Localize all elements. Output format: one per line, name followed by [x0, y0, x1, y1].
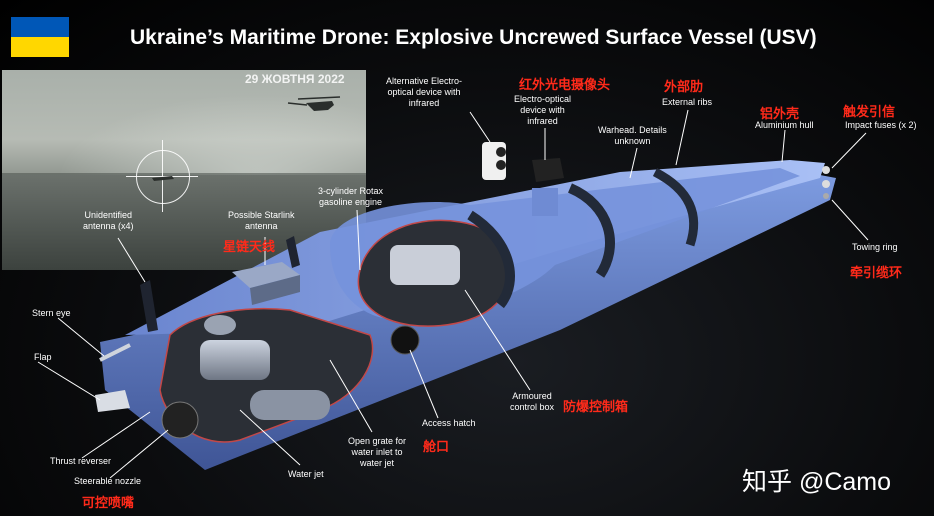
access-hatch: [390, 325, 420, 355]
label-thrust-reverser: Thrust reverser: [50, 456, 112, 466]
page-title: Ukraine’s Maritime Drone: Explosive Uncr…: [130, 26, 817, 49]
photo-date-stamp: 29 ЖОВТНЯ 2022: [245, 72, 345, 86]
label-aluminium-hull: Aluminium hull: [755, 120, 814, 130]
label-towing-ring: Towing ring: [852, 242, 898, 252]
camera-mast: [532, 188, 558, 216]
rib-1: [567, 183, 615, 278]
impact-fuse-2: [822, 180, 830, 188]
label-water-jet: Water jet: [288, 469, 324, 479]
ukraine-flag: [11, 17, 69, 57]
label-steerable-nozzle: Steerable nozzle: [74, 476, 142, 486]
zh-label-hatch: 舱口: [423, 439, 450, 454]
label-stern-eye: Stern eye: [32, 308, 71, 318]
antenna-1: [140, 280, 158, 332]
label-engine: 3-cylinder Rotax gasoline engine: [318, 186, 384, 207]
flap: [95, 390, 130, 412]
eo-camera: [532, 158, 564, 182]
zh-label-nozzle: 可控喷嘴: [82, 495, 135, 510]
leader-lines: [37, 109, 869, 479]
starlink-antenna: [232, 262, 300, 288]
label-impact-fuses: Impact fuses (x 2): [845, 120, 917, 130]
rib-2: [652, 167, 699, 247]
zh-label-ribs: 外部肋: [664, 79, 704, 94]
engine-block: [200, 340, 270, 380]
rib-3: [467, 210, 515, 309]
zh-label-hull: 铝外壳: [760, 106, 800, 121]
watermark: 知乎 @Camo: [742, 468, 892, 496]
zh-label-eo: 红外光电摄像头: [519, 77, 611, 92]
impact-fuse-1: [822, 166, 830, 174]
reticle-circle: [136, 150, 190, 204]
label-external-ribs: External ribs: [662, 97, 713, 107]
antenna-2: [286, 236, 300, 268]
photo-helicopter-icon: [152, 96, 341, 181]
flag-blue-stripe: [11, 17, 69, 37]
label-flap: Flap: [34, 352, 52, 362]
steerable-nozzle: [161, 401, 199, 439]
stern-eye: [99, 343, 131, 362]
label-eo: Electro-optical device with infrared: [514, 94, 572, 126]
label-alt-eo: Alternative Electro- optical device with…: [386, 76, 463, 108]
control-box: [390, 245, 460, 285]
zh-label-towing: 牵引缆环: [850, 265, 903, 280]
label-warhead: Warhead. Details unknown: [598, 125, 667, 146]
zh-label-starlink: 星链天线: [223, 239, 276, 254]
label-armoured-box: Armoured control box: [510, 391, 555, 412]
zh-label-box: 防爆控制箱: [563, 399, 629, 414]
label-starlink: Possible Starlink antenna: [228, 210, 295, 231]
flag-yellow-stripe: [11, 37, 69, 57]
label-unidentified-antenna: Unidentified antenna (x4): [83, 210, 134, 231]
water-jet-duct: [250, 390, 330, 420]
towing-ring: [823, 193, 829, 199]
label-access-hatch: Access hatch: [422, 418, 476, 428]
zh-label-fuses: 触发引信: [843, 104, 896, 119]
engine-cap: [204, 315, 236, 335]
reticle-vertical: [162, 140, 163, 212]
label-open-grate: Open grate for water inlet to water jet: [348, 436, 407, 468]
